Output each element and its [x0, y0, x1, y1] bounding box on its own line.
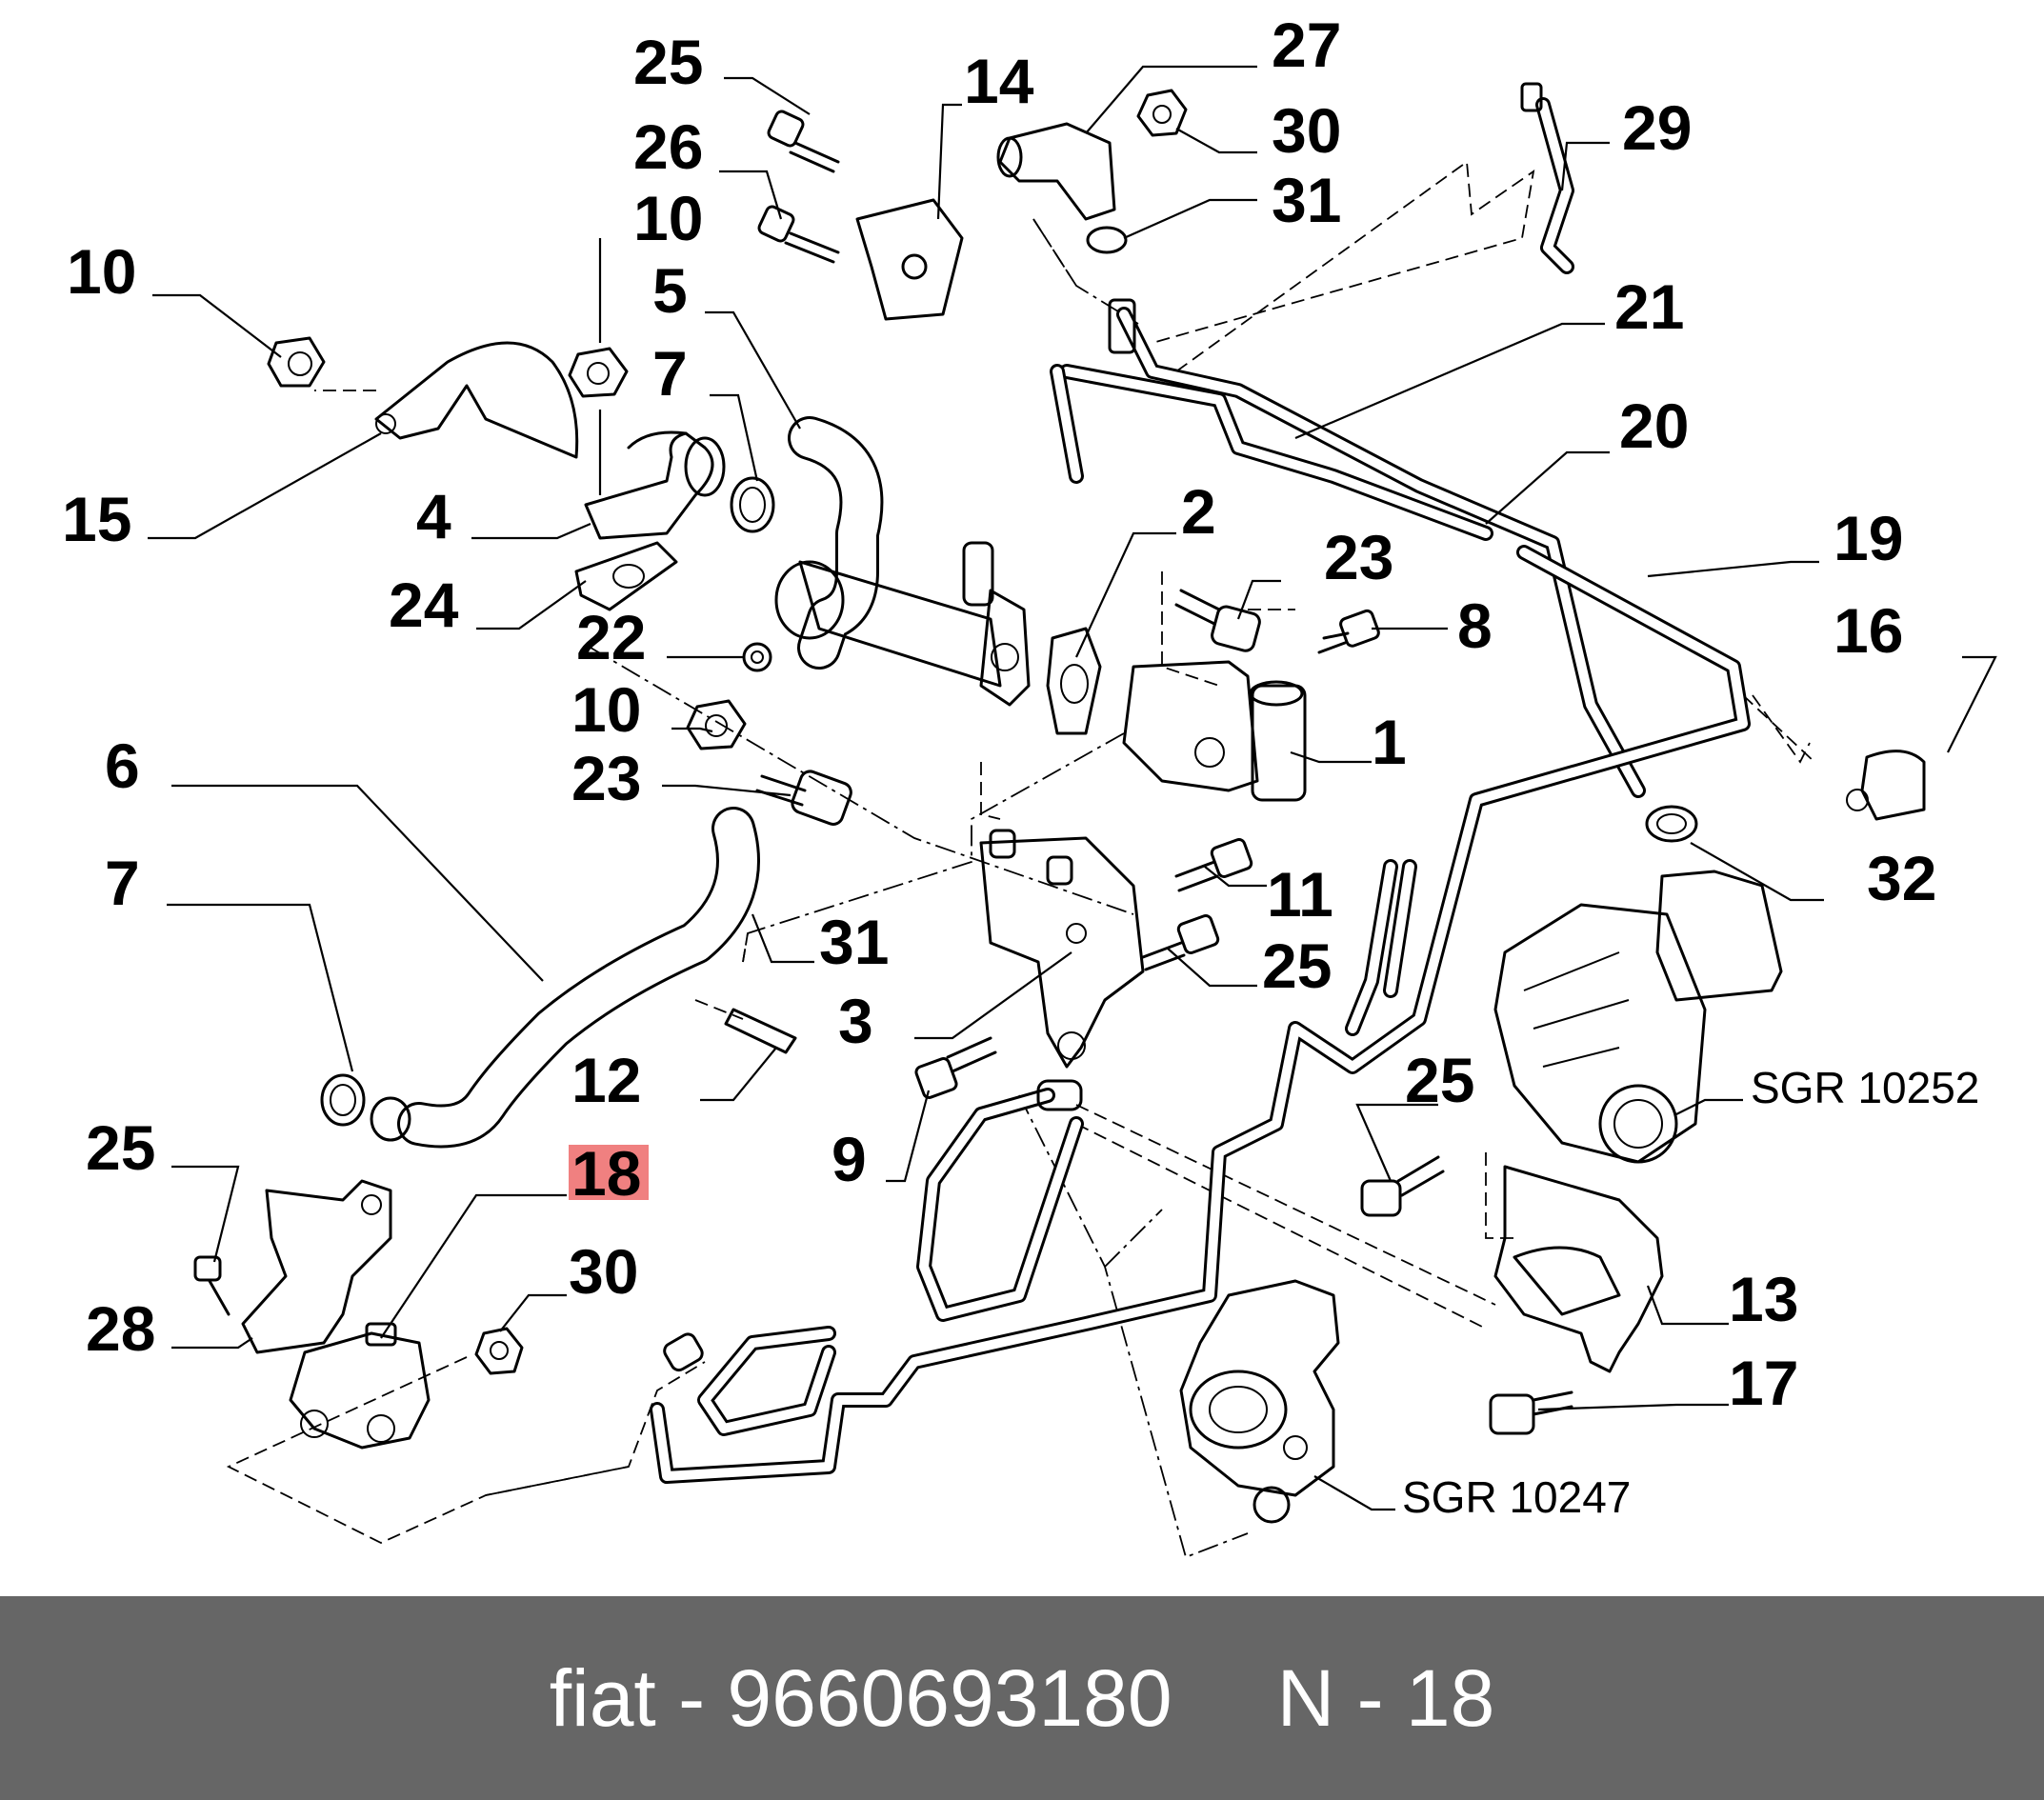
part-label-18-highlighted[interactable]: 18 — [571, 1138, 641, 1209]
part-label-23[interactable]: 23 — [571, 743, 641, 813]
vacuum-tubes — [650, 97, 1751, 1484]
part-label-21[interactable]: 21 — [1614, 271, 1684, 342]
part-label-24[interactable]: 24 — [389, 570, 459, 640]
part-label-32[interactable]: 32 — [1867, 843, 1936, 913]
part-label-11[interactable]: 11 — [1267, 859, 1333, 930]
exploded-parts-diagram: 25 14 27 30 26 31 29 10 10 21 5 7 15 4 2… — [62, 10, 1997, 1559]
part-label-28[interactable]: 28 — [86, 1293, 155, 1364]
part-label-10[interactable]: 10 — [633, 183, 703, 253]
part-label-2[interactable]: 2 — [1181, 476, 1216, 547]
part-label-23[interactable]: 23 — [1324, 522, 1393, 592]
part-label-10[interactable]: 10 — [67, 236, 136, 307]
part-label-8[interactable]: 8 — [1457, 590, 1493, 661]
part-label-10[interactable]: 10 — [571, 674, 641, 745]
part-label-20[interactable]: 20 — [1619, 390, 1689, 461]
part-label-16[interactable]: 16 — [1834, 595, 1903, 666]
part-label-27[interactable]: 27 — [1272, 10, 1341, 80]
part-label-14[interactable]: 14 — [964, 46, 1034, 116]
part-label-30[interactable]: 30 — [1272, 95, 1341, 166]
part-label-25[interactable]: 25 — [1405, 1045, 1474, 1115]
part-label-7[interactable]: 7 — [105, 848, 140, 918]
part-label-22[interactable]: 22 — [576, 602, 646, 672]
part-label-26[interactable]: 26 — [633, 111, 703, 182]
part-number-footer: fiat - 9660693180 N - 18 — [0, 1596, 2044, 1800]
brand-part-number: fiat - 9660693180 — [549, 1652, 1172, 1743]
part-label-25[interactable]: 25 — [1262, 930, 1332, 1001]
part-ref-sgr-10247[interactable]: SGR 10247 — [1402, 1472, 1631, 1522]
part-label-5[interactable]: 5 — [652, 255, 688, 326]
part-label-25[interactable]: 25 — [633, 27, 703, 97]
part-label-6[interactable]: 6 — [105, 730, 140, 801]
part-label-12[interactable]: 12 — [571, 1045, 641, 1115]
part-label-29[interactable]: 29 — [1622, 92, 1692, 163]
assembly-guide-lines — [226, 160, 1815, 1559]
part-label-13[interactable]: 13 — [1729, 1264, 1798, 1334]
part-label-19[interactable]: 19 — [1834, 503, 1903, 573]
part-label-31[interactable]: 31 — [1272, 165, 1341, 235]
part-labels: 25 14 27 30 26 31 29 10 10 21 5 7 15 4 2… — [62, 10, 1979, 1522]
part-label-9[interactable]: 9 — [832, 1124, 867, 1194]
part-label-31[interactable]: 31 — [819, 907, 889, 977]
part-label-7[interactable]: 7 — [652, 338, 688, 409]
part-ref-sgr-10252[interactable]: SGR 10252 — [1751, 1063, 1979, 1112]
part-label-17[interactable]: 17 — [1729, 1348, 1798, 1418]
part-label-25[interactable]: 25 — [86, 1112, 155, 1183]
part-label-4[interactable]: 4 — [416, 481, 451, 551]
leader-lines — [148, 65, 1997, 1511]
part-label-3[interactable]: 3 — [838, 986, 873, 1056]
highlight-box-18 — [569, 1145, 649, 1200]
diagram-position: N - 18 — [1276, 1652, 1495, 1743]
part-label-1[interactable]: 1 — [1372, 707, 1407, 777]
part-label-30[interactable]: 30 — [569, 1236, 638, 1307]
part-label-15[interactable]: 15 — [62, 484, 131, 554]
